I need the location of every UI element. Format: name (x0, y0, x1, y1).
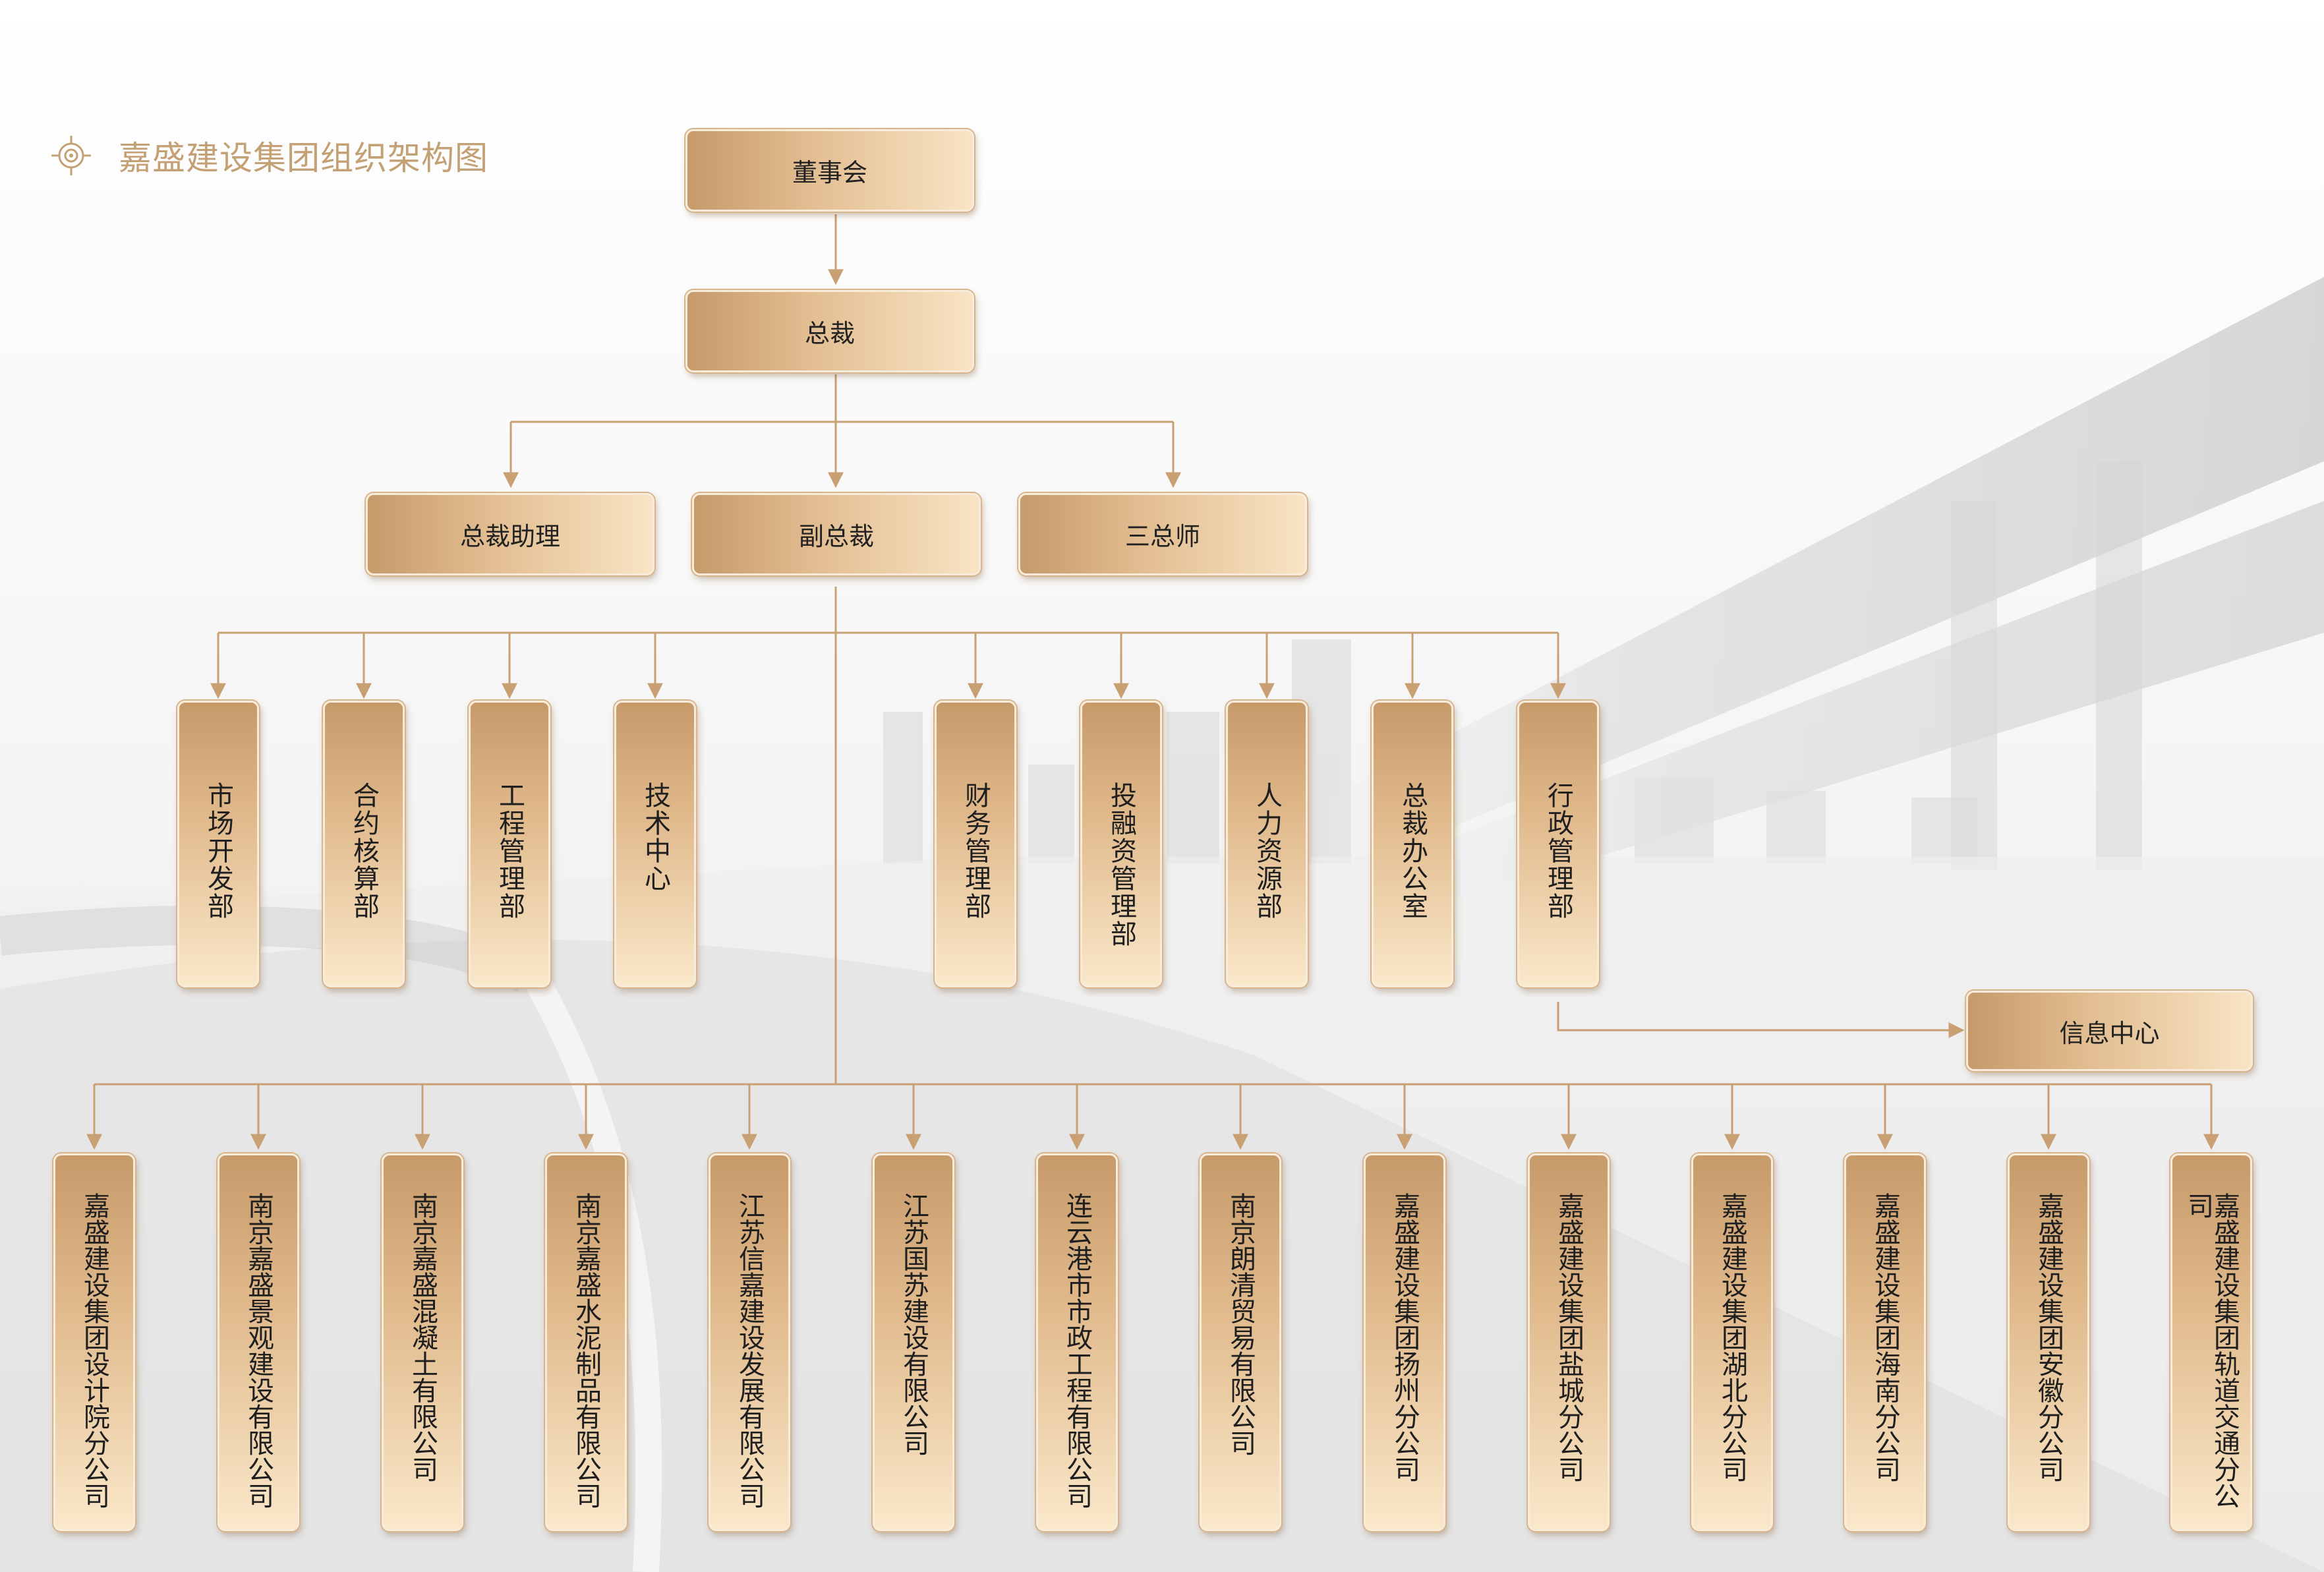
info-center-box: 信息中心 (1966, 991, 2253, 1071)
subsidiary-label: 嘉盛建设集团盐城分公司 (1554, 1192, 1584, 1482)
dept-label: 人力资源部 (1252, 782, 1282, 920)
dept-label: 合约核算部 (349, 782, 379, 920)
subsidiary-label: 南京嘉盛景观建设有限公司 (243, 1192, 274, 1509)
title-block: 嘉盛建设集团组织架构图 (50, 129, 488, 182)
subsidiary-label: 江苏国苏建设有限公司 (898, 1192, 929, 1456)
dept-box: 财务管理部 (935, 701, 1016, 987)
subsidiary-label: 嘉盛建设集团设计院分公司 (79, 1192, 109, 1509)
subsidiary-box: 南京朗清贸易有限公司 (1200, 1153, 1281, 1531)
chief-engineers-box: 三总师 (1018, 493, 1307, 575)
dept-box: 行政管理部 (1517, 701, 1599, 987)
subsidiary-box: 嘉盛建设集团轨道交通分公司 (2170, 1153, 2252, 1531)
subsidiary-box: 嘉盛建设集团盐城分公司 (1528, 1153, 1610, 1531)
subsidiary-label: 南京朗清贸易有限公司 (1225, 1192, 1256, 1456)
dept-label: 技术中心 (640, 782, 670, 892)
dept-label: 总裁办公室 (1397, 782, 1428, 920)
chart-title: 嘉盛建设集团组织架构图 (119, 139, 488, 177)
subsidiary-box: 嘉盛建设集团设计院分公司 (53, 1153, 135, 1531)
dept-box: 合约核算部 (323, 701, 405, 987)
info-center-label: 信息中心 (2059, 1018, 2160, 1048)
dept-label: 投融资管理部 (1106, 782, 1136, 948)
chief-engineers-label: 三总师 (1124, 522, 1200, 551)
subsidiary-box: 南京嘉盛混凝土有限公司 (382, 1153, 463, 1531)
subsidiary-box: 嘉盛建设集团安徽分公司 (2008, 1153, 2089, 1531)
subsidiary-label: 南京嘉盛水泥制品有限公司 (571, 1192, 601, 1509)
subsidiary-label: 南京嘉盛混凝土有限公司 (407, 1192, 438, 1482)
dept-box: 总裁办公室 (1372, 701, 1453, 987)
subsidiary-box: 嘉盛建设集团扬州分公司 (1364, 1153, 1445, 1531)
subsidiary-label: 嘉盛建设集团扬州分公司 (1389, 1192, 1420, 1482)
subsidiary-box: 南京嘉盛水泥制品有限公司 (545, 1153, 627, 1531)
dept-box: 人力资源部 (1226, 701, 1308, 987)
dept-label: 行政管理部 (1543, 782, 1573, 920)
admin-to-info-line (1557, 1002, 1965, 1038)
subsidiary-label: 嘉盛建设集团湖北分公司 (1717, 1192, 1747, 1482)
dept-label: 工程管理部 (494, 782, 525, 920)
dept-box: 工程管理部 (469, 701, 550, 987)
dept-box: 技术中心 (614, 701, 696, 987)
assistant-label: 总裁助理 (459, 522, 560, 551)
board-label: 董事会 (792, 158, 867, 187)
vice-president-box: 副总裁 (692, 493, 981, 575)
target-icon (51, 136, 91, 175)
subsidiary-label: 江苏信嘉建设发展有限公司 (734, 1192, 765, 1509)
dept-box: 投融资管理部 (1080, 701, 1162, 987)
president-label: 总裁 (804, 319, 855, 348)
subsidiary-box: 连云港市市政工程有限公司 (1036, 1153, 1118, 1531)
subsidiary-box: 江苏国苏建设有限公司 (873, 1153, 954, 1531)
dept-label: 财务管理部 (960, 782, 991, 920)
dept-box: 市场开发部 (177, 701, 259, 987)
subsidiary-box: 嘉盛建设集团海南分公司 (1844, 1153, 1926, 1531)
board-of-directors-box: 董事会 (685, 129, 974, 212)
subsidiary-label: 连云港市市政工程有限公司 (1062, 1192, 1092, 1509)
president-box: 总裁 (685, 290, 974, 372)
subsidiary-box: 南京嘉盛景观建设有限公司 (218, 1153, 299, 1531)
president-assistant-box: 总裁助理 (366, 493, 654, 575)
subsidiary-box: 嘉盛建设集团湖北分公司 (1691, 1153, 1773, 1531)
vice-president-label: 副总裁 (798, 522, 874, 551)
dept-label: 市场开发部 (203, 782, 233, 920)
subsidiary-label: 嘉盛建设集团轨道交通分公司 (2183, 1192, 2240, 1509)
subsidiary-box: 江苏信嘉建设发展有限公司 (709, 1153, 790, 1531)
subsidiary-label: 嘉盛建设集团海南分公司 (1870, 1192, 1900, 1482)
subsidiary-label: 嘉盛建设集团安徽分公司 (2033, 1192, 2064, 1482)
